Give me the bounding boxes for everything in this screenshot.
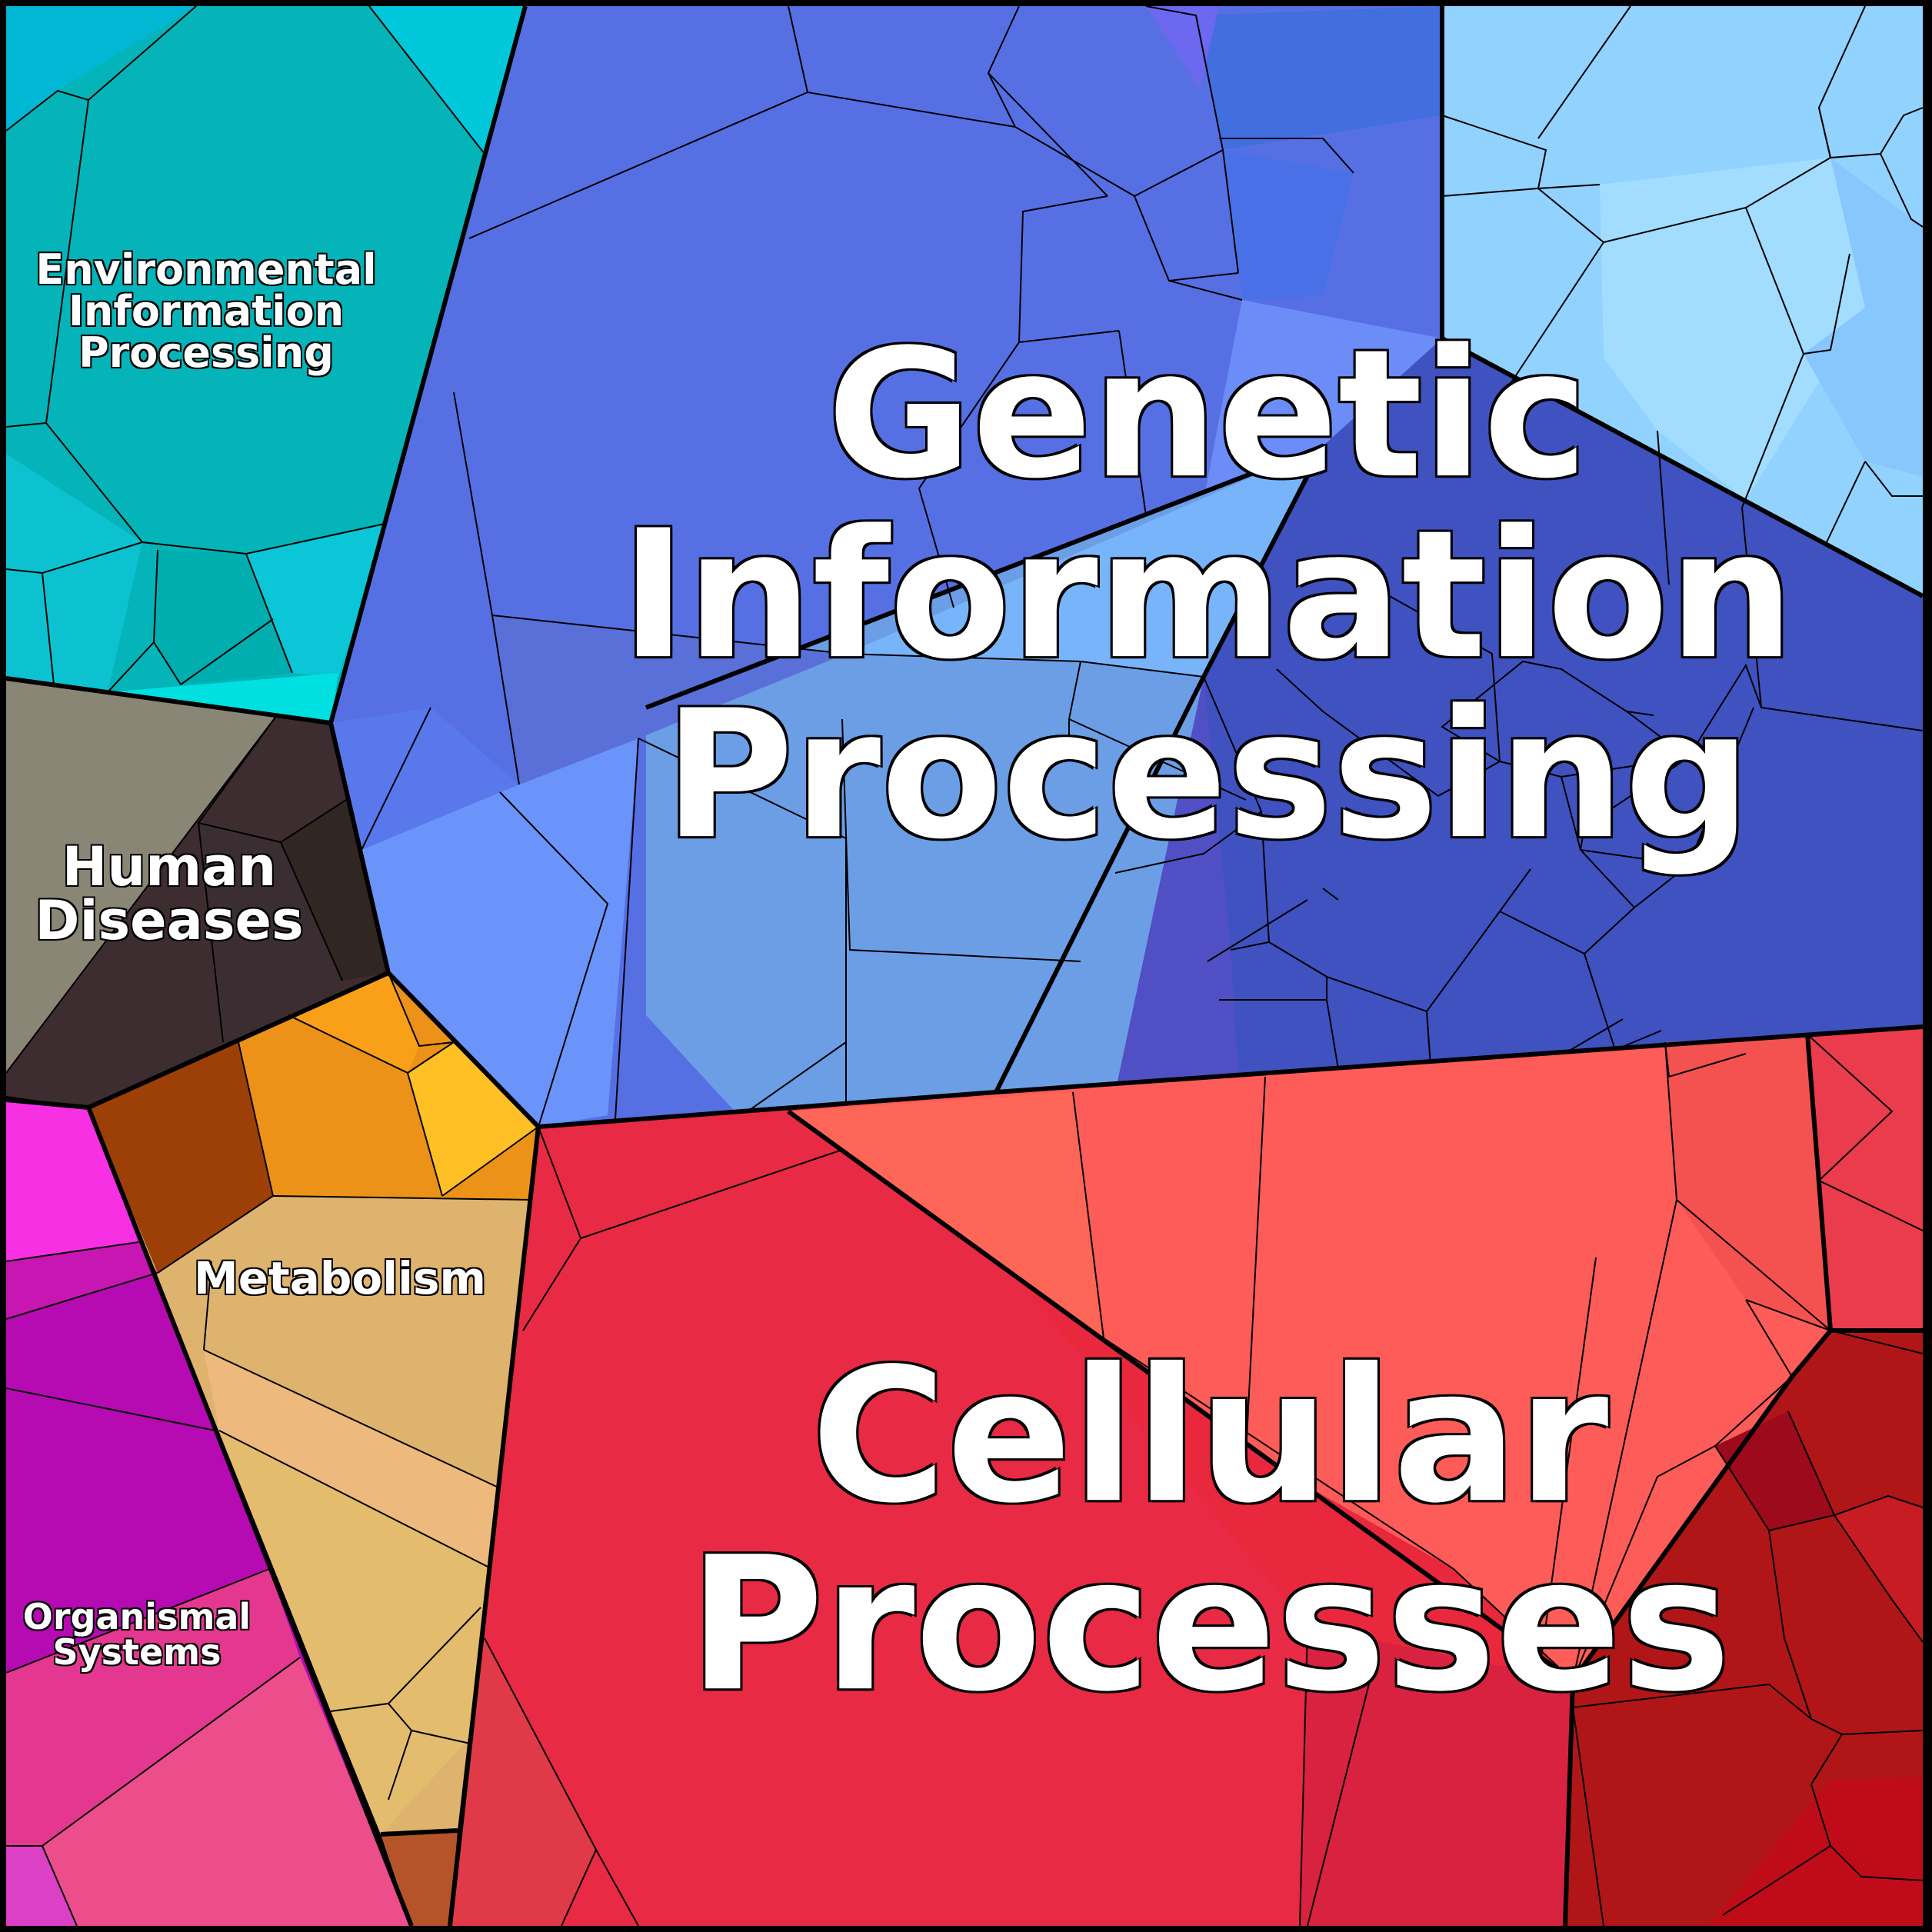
met-cell (381, 1830, 458, 1926)
region-genetic-information-processing (331, 5, 1924, 1128)
org-cell (42, 1657, 411, 1926)
org-cell (6, 1846, 77, 1926)
env-cell (6, 454, 142, 692)
met-cell (288, 973, 419, 1073)
org-cell (6, 1242, 158, 1319)
gip-cell (1146, 6, 1219, 88)
cp-cell (788, 1092, 1104, 1338)
cp-cell (1807, 1027, 1923, 1331)
region-organismal-systems (5, 1100, 411, 1927)
env-cell (108, 673, 338, 723)
gip-cell (1204, 300, 1442, 500)
gip-cell (996, 338, 1923, 1092)
cp-cell (1707, 1777, 1923, 1926)
region-human-diseases (5, 678, 388, 1108)
gip-cell (1600, 158, 1865, 500)
cp-cell (450, 1638, 596, 1926)
gip-cell (1196, 6, 1442, 150)
region-borders (5, 5, 1924, 1927)
met-cell (408, 1042, 538, 1196)
cp-cell (1300, 1627, 1573, 1926)
env-cell (369, 6, 525, 154)
env-cell (6, 6, 196, 131)
hd-cell (281, 800, 388, 981)
org-cell (6, 1100, 138, 1261)
gip-cell (846, 446, 1323, 677)
region-cellular-processes (450, 1027, 1924, 1927)
gip-cell (492, 615, 846, 792)
gip-cell (1223, 150, 1354, 300)
org-cell (6, 1569, 300, 1846)
hd-cell (198, 823, 342, 1042)
met-cell (88, 1042, 273, 1273)
hd-cell (6, 678, 277, 1073)
cp-cell (1665, 1034, 1830, 1331)
env-cell (246, 523, 388, 677)
cp-cell (1565, 1331, 1923, 1926)
met-cell (204, 1350, 500, 1569)
gip-cell (331, 708, 519, 850)
cp-cell (1834, 1496, 1923, 1642)
region-environmental-information-processing (5, 5, 525, 723)
gip-cell (1804, 158, 1923, 477)
region-metabolism (88, 972, 539, 1926)
